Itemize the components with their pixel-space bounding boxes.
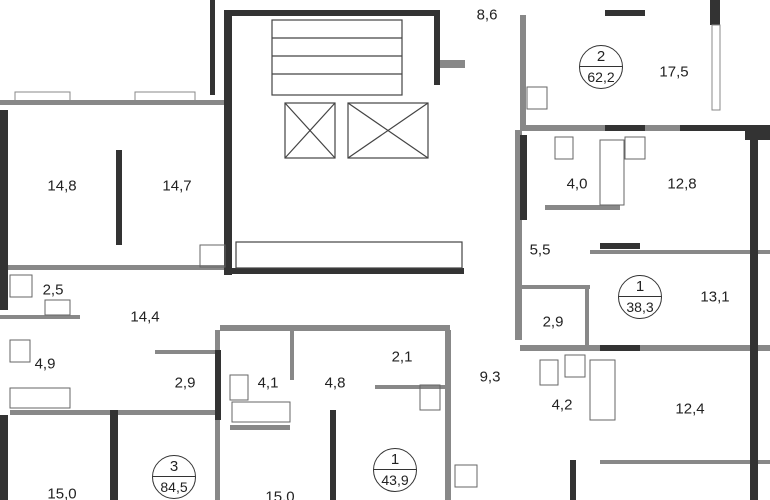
apartment-rooms: 2 [580, 46, 622, 67]
room-area: 17,5 [659, 63, 689, 81]
room-area: 12,8 [667, 175, 697, 193]
room-area: 2,9 [542, 313, 564, 331]
room-area: 14,4 [130, 308, 160, 326]
apartment-area: 84,5 [160, 479, 188, 495]
room-area: 2,1 [391, 348, 413, 366]
room-area: 15,0 [265, 488, 295, 500]
room-area: 8,6 [476, 6, 498, 24]
apartment-area: 43,9 [381, 472, 409, 488]
windows [14, 24, 721, 111]
room-area: 14,7 [162, 177, 192, 195]
room-area: 2,5 [42, 281, 64, 299]
room-area: 12,4 [675, 400, 705, 418]
stair-and-elevators [235, 19, 463, 269]
room-area: 14,8 [47, 177, 77, 195]
apartment-rooms: 1 [374, 449, 416, 470]
room-area: 4,8 [324, 374, 346, 392]
room-area: 4,2 [551, 396, 573, 414]
apartment-area: 38,3 [626, 299, 654, 315]
room-area: 15,0 [47, 485, 77, 500]
apartment-rooms: 3 [153, 456, 195, 477]
room-area: 4,1 [257, 374, 279, 392]
room-area: 4,0 [566, 175, 588, 193]
room-area: 2,9 [174, 374, 196, 392]
room-area: 4,9 [34, 355, 56, 373]
apartment-rooms: 1 [619, 276, 661, 297]
room-area: 9,3 [479, 368, 501, 386]
room-area: 5,5 [529, 241, 551, 259]
room-area: 13,1 [700, 288, 730, 306]
apartment-area: 62,2 [587, 69, 615, 85]
fixtures [9, 86, 646, 488]
